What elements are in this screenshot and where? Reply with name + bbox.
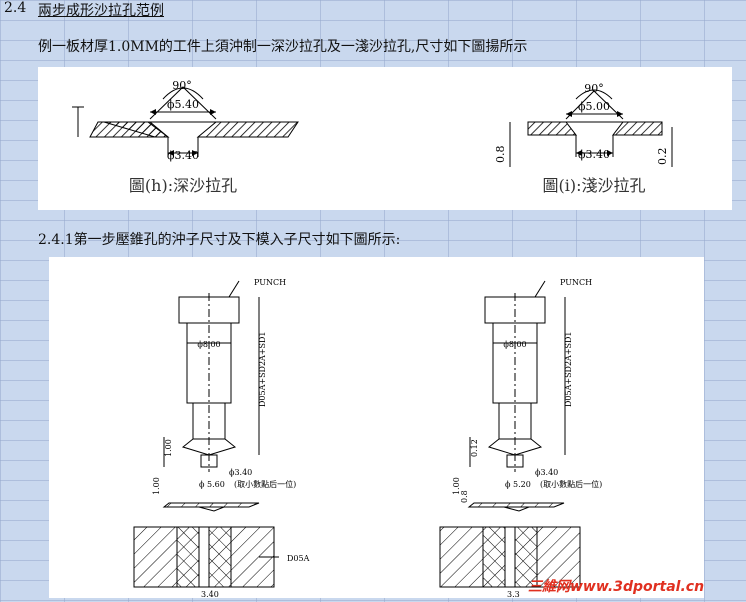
left-bottom-dim: ϕ3.40 bbox=[167, 149, 199, 162]
countersink-drawing: 90° ϕ5.40 ϕ3.40 圖(h):深沙拉孔 90° bbox=[72, 79, 673, 195]
right-bottom-dim: ϕ3.40 bbox=[578, 148, 610, 161]
right-plate-dim: 1.00 bbox=[452, 477, 461, 495]
deep-countersink-drawing: 90° ϕ5.40 ϕ3.40 圖(h):深沙拉孔 bbox=[72, 79, 299, 195]
right-left-thk: 0.8 bbox=[494, 146, 507, 164]
left-tip-note: (取小數點后一位) bbox=[234, 479, 296, 489]
left-body-dia: ϕ8.00 bbox=[197, 340, 220, 349]
right-tip-dia: ϕ3.40 bbox=[535, 468, 558, 477]
left-die-label: D05A bbox=[287, 554, 310, 563]
right-cone-dia: ϕ 5.20 bbox=[505, 480, 531, 489]
right-punch-assembly: PUNCH ϕ8.00 D05A+SD2A+SD1 0.12 ϕ3.40 ϕ 5… bbox=[439, 278, 602, 599]
watermark-site: 三維网www.3dportal.cn bbox=[528, 579, 705, 595]
left-length-dim: D05A+SD2A+SD1 bbox=[258, 331, 267, 407]
left-punch-assembly: PUNCH ϕ8.00 D05A+SD2A+SD1 1.00 ϕ3.40 ϕ 5… bbox=[133, 278, 310, 599]
right-top-dim: ϕ5.00 bbox=[578, 100, 610, 113]
right-plate-dim2: 0.8 bbox=[460, 490, 469, 503]
left-caption: 圖(h):深沙拉孔 bbox=[129, 176, 237, 195]
left-tip-dia: ϕ3.40 bbox=[229, 468, 252, 477]
right-length-dim: D05A+SD2A+SD1 bbox=[564, 331, 573, 407]
right-hole-dim: 3.3 bbox=[507, 590, 520, 598]
left-angle-label: 90° bbox=[172, 79, 192, 92]
section-title: 兩步成形沙拉孔范例 bbox=[38, 3, 164, 19]
section-number: 2.4 bbox=[4, 0, 27, 16]
right-caption: 圖(i):淺沙拉孔 bbox=[543, 176, 646, 195]
left-top-dim: ϕ5.40 bbox=[167, 98, 199, 111]
right-body-dia: ϕ8.00 bbox=[503, 340, 526, 349]
right-punch-label: PUNCH bbox=[560, 278, 592, 287]
shallow-countersink-drawing: 90° ϕ5.00 ϕ3.40 0.8 0.2 圖(i):淺沙拉孔 bbox=[494, 82, 673, 195]
left-punch-label: PUNCH bbox=[254, 278, 286, 287]
right-tip-note: (取小數點后一位) bbox=[540, 479, 602, 489]
left-plate-dim: 1.00 bbox=[152, 477, 161, 495]
right-side-dim: 0.12 bbox=[470, 439, 479, 457]
punch-die-drawing: PUNCH ϕ8.00 D05A+SD2A+SD1 1.00 ϕ3.40 ϕ 5… bbox=[133, 278, 602, 599]
punch-die-figure: PUNCH ϕ8.00 D05A+SD2A+SD1 1.00 ϕ3.40 ϕ 5… bbox=[49, 257, 704, 599]
sub-heading: 2.4.1第一步壓錐孔的沖子尺寸及下模入子尺寸如下圖所示: bbox=[38, 232, 401, 248]
right-angle-label: 90° bbox=[584, 82, 604, 95]
example-description: 例一板材厚1.0MM的工件上須沖制一深沙拉孔及一淺沙拉孔,尺寸如下圖揚所示 bbox=[38, 39, 528, 55]
right-right-thk: 0.2 bbox=[656, 148, 669, 166]
left-hole-dim: 3.40 bbox=[201, 590, 219, 598]
left-cone-dia: ϕ 5.60 bbox=[199, 480, 225, 489]
left-side-dim: 1.00 bbox=[164, 439, 173, 457]
countersink-figure: 90° ϕ5.40 ϕ3.40 圖(h):深沙拉孔 90° bbox=[38, 67, 732, 210]
